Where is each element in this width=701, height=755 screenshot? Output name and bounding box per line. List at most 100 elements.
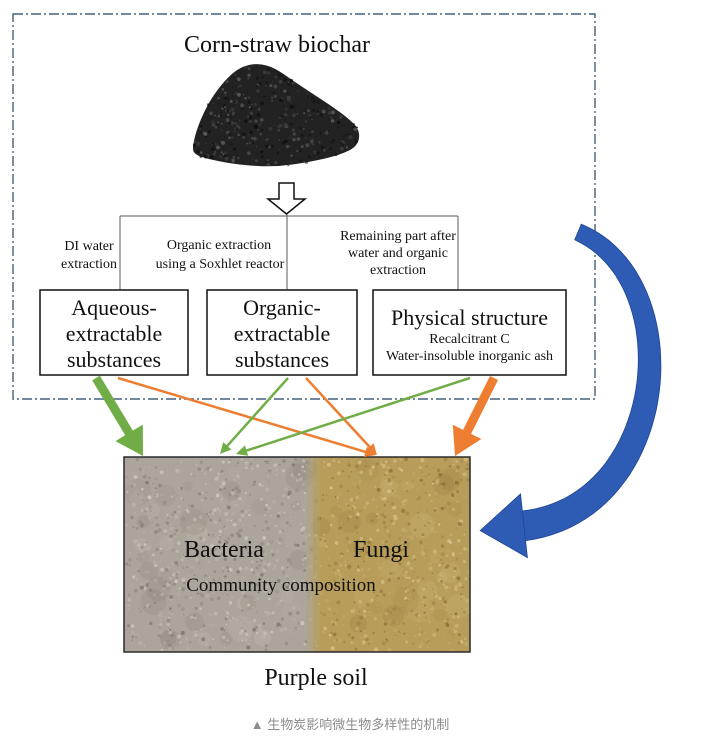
soil-grain	[304, 639, 308, 644]
water-extraction-line-1: DI water	[64, 239, 114, 254]
soil-grain	[168, 580, 172, 585]
biochar-grain	[273, 124, 275, 126]
soil-grain	[264, 520, 269, 524]
soil-grain	[384, 611, 389, 616]
soil-grain	[369, 639, 373, 643]
soil-grain	[369, 472, 373, 476]
biochar-grain	[247, 73, 251, 78]
soil-grain	[186, 647, 190, 651]
soil-grain	[331, 458, 336, 463]
soil-patch	[392, 587, 419, 614]
soil-grain	[276, 579, 281, 583]
soil-grain	[456, 576, 461, 581]
biochar-grain	[292, 137, 296, 142]
soil-grain	[346, 582, 349, 585]
soil-patch	[366, 512, 379, 525]
soil-grain	[132, 472, 135, 475]
biochar-grain	[266, 138, 269, 141]
soil-border	[123, 456, 471, 653]
soil-grain	[388, 468, 393, 473]
soil-grain	[450, 533, 453, 536]
soil-grain	[175, 525, 177, 527]
soil-grain	[300, 620, 305, 626]
soil-grain	[434, 553, 437, 556]
soil-grain	[168, 643, 172, 647]
soil-grain	[223, 629, 226, 632]
biochar-grain	[345, 146, 349, 149]
biochar-grain	[193, 140, 196, 143]
soil-grain	[233, 523, 237, 527]
physical-box-title: Physical structure	[391, 305, 548, 330]
soil-grain	[260, 573, 264, 577]
soil-grain	[174, 560, 179, 566]
soil-grain	[441, 562, 444, 565]
soil-grain	[263, 589, 267, 593]
soil-grain	[407, 591, 410, 594]
soil-grain	[334, 571, 338, 575]
soil-grain	[170, 633, 174, 638]
biochar-grain	[240, 103, 245, 108]
biochar-grain	[223, 105, 227, 109]
organic-extractable-box: Organic- extractable substances	[206, 289, 358, 376]
soil-grain	[418, 466, 422, 470]
soil-patch	[389, 561, 416, 588]
soil-grain	[264, 644, 268, 648]
soil-grain	[200, 628, 203, 631]
soil-grain	[445, 590, 448, 592]
soil-grain	[163, 615, 167, 619]
soil-grain	[174, 579, 178, 584]
branch-lines	[119, 214, 459, 290]
soil-grain	[211, 623, 216, 628]
soil-grain	[200, 587, 202, 589]
soil-grain	[219, 484, 224, 489]
soil-grain	[128, 564, 131, 567]
soil-grain	[191, 618, 194, 621]
soil-grain	[245, 491, 248, 494]
soil-grain	[240, 458, 244, 461]
soil-grain	[413, 558, 417, 561]
biochar-grain	[247, 151, 251, 155]
biochar-grain	[302, 128, 305, 130]
soil-grain	[368, 468, 373, 473]
soil-grain	[343, 560, 348, 564]
soil-grain	[216, 554, 221, 559]
soil-grain	[176, 603, 182, 608]
soil-grain	[398, 537, 401, 540]
soil-grain	[263, 635, 266, 638]
soil-grain	[158, 626, 161, 629]
soil-grain	[180, 501, 182, 503]
biochar-grain	[254, 119, 258, 123]
soil-grain	[264, 553, 267, 555]
soil-grain	[302, 459, 306, 463]
soil-grain	[434, 491, 438, 495]
soil-grain	[244, 629, 247, 632]
biochar-grain	[272, 91, 275, 95]
remaining-part-line-2: water and organic	[348, 246, 448, 261]
soil-grain	[213, 520, 218, 524]
soil-grain	[144, 466, 146, 469]
soil-grain	[231, 512, 235, 516]
soil-grain	[405, 576, 408, 579]
soil-grain	[381, 513, 384, 517]
blue-arrow-head	[479, 493, 528, 559]
soil-grain	[309, 547, 314, 552]
soil-grain	[175, 468, 180, 473]
soil-grain	[228, 493, 232, 497]
soil-grain	[450, 492, 455, 496]
soil-grain	[325, 611, 327, 613]
soil-grain	[465, 598, 470, 603]
soil-grain	[190, 473, 193, 475]
soil-patch	[236, 596, 250, 610]
soil-patch	[200, 529, 218, 547]
soil-grain	[328, 564, 331, 567]
soil-grain	[452, 463, 456, 467]
water-extraction-label: DI water extraction	[61, 239, 117, 272]
biochar-grain	[328, 140, 331, 143]
soil-grain	[379, 495, 382, 498]
soil-grain	[229, 552, 234, 557]
soil-grain	[131, 552, 133, 554]
soil-grain	[157, 528, 162, 533]
biochar-frame	[12, 13, 596, 400]
soil-grain	[434, 627, 438, 630]
soil-grain	[212, 638, 214, 641]
